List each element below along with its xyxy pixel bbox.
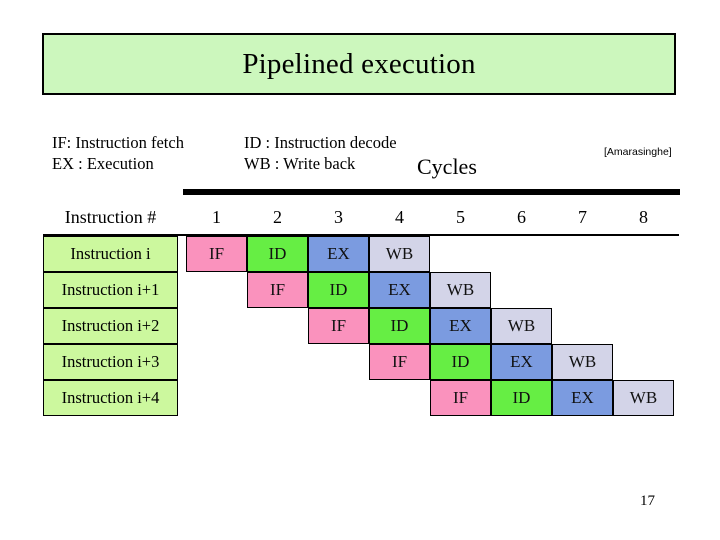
- cycle-header-7: 7: [578, 207, 587, 227]
- cycle-header-4: 4: [395, 207, 404, 227]
- legend-row: EX : Execution WB : Write back: [52, 153, 397, 174]
- stage-cell-if: IF: [186, 236, 247, 272]
- stage-cell-id: ID: [247, 236, 308, 272]
- legend-wb-text: WB : Write back: [244, 154, 356, 173]
- legend-id-text: ID : Instruction decode: [244, 133, 397, 152]
- stage-cell-wb: WB: [491, 308, 552, 344]
- stage-cell-ex: EX: [308, 236, 369, 272]
- attribution-credit: [Amarasinghe]: [604, 146, 672, 158]
- stage-cell-wb: WB: [369, 236, 430, 272]
- slide-title-box: Pipelined execution: [42, 33, 676, 95]
- header-underline: [43, 234, 679, 236]
- cycle-header-6: 6: [517, 207, 526, 227]
- stage-cell-ex: EX: [369, 272, 430, 308]
- legend-ex-text: EX : Execution: [52, 154, 154, 173]
- stage-cell-id: ID: [430, 344, 491, 380]
- cycle-header-8: 8: [639, 207, 648, 227]
- instruction-number-header: Instruction #: [64, 207, 157, 227]
- stage-cell-id: ID: [491, 380, 552, 416]
- stage-cell-id: ID: [308, 272, 369, 308]
- legend-if-text: IF: Instruction fetch: [52, 133, 184, 152]
- stage-cell-wb: WB: [552, 344, 613, 380]
- instruction-row-label: Instruction i+2: [43, 308, 178, 344]
- cycle-header-1: 1: [212, 207, 221, 227]
- cycle-header-2: 2: [273, 207, 282, 227]
- cycles-axis-label: Cycles: [417, 154, 477, 179]
- stage-cell-if: IF: [308, 308, 369, 344]
- stage-cell-if: IF: [369, 344, 430, 380]
- legend-row: IF: Instruction fetch ID : Instruction de…: [52, 132, 397, 153]
- stage-legend: IF: Instruction fetch ID : Instruction de…: [52, 132, 397, 174]
- page-number: 17: [640, 493, 655, 509]
- cycle-header-3: 3: [334, 207, 343, 227]
- stage-cell-if: IF: [430, 380, 491, 416]
- stage-cell-if: IF: [247, 272, 308, 308]
- stage-cell-ex: EX: [430, 308, 491, 344]
- instruction-row-label: Instruction i+3: [43, 344, 178, 380]
- page-title: Pipelined execution: [242, 47, 476, 80]
- instruction-row-label: Instruction i+1: [43, 272, 178, 308]
- stage-cell-ex: EX: [491, 344, 552, 380]
- stage-cell-wb: WB: [613, 380, 674, 416]
- stage-cell-ex: EX: [552, 380, 613, 416]
- instruction-row-label: Instruction i+4: [43, 380, 178, 416]
- instruction-row-label: Instruction i: [43, 236, 178, 272]
- cycle-header-5: 5: [456, 207, 465, 227]
- stage-cell-id: ID: [369, 308, 430, 344]
- stage-cell-wb: WB: [430, 272, 491, 308]
- cycles-axis-bar: [183, 189, 680, 195]
